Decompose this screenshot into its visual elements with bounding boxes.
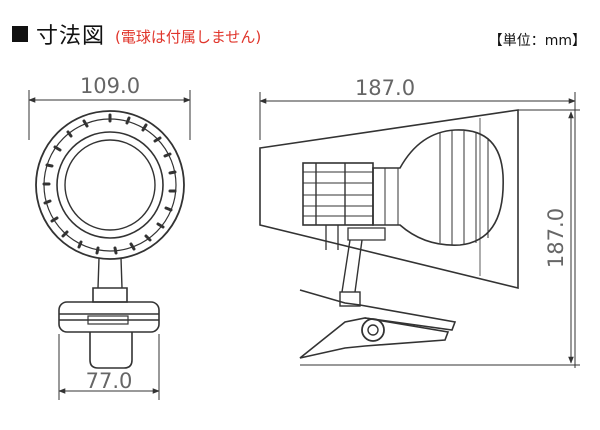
page-title: 寸法図 — [36, 24, 106, 49]
side-length-dimension: 187.0 — [355, 76, 415, 100]
unit-label: 【単位：mm】 — [488, 33, 586, 49]
front-view — [28, 90, 191, 400]
bulb-not-included-note: (電球は付属しません) — [115, 27, 262, 46]
square-bullet-icon — [12, 26, 28, 42]
side-view — [259, 92, 580, 368]
side-height-dimension: 187.0 — [544, 208, 568, 268]
header: 寸法図 (電球は付属しません) — [12, 18, 261, 50]
front-width-dimension: 109.0 — [80, 74, 140, 98]
clip-width-dimension: 77.0 — [86, 369, 133, 393]
